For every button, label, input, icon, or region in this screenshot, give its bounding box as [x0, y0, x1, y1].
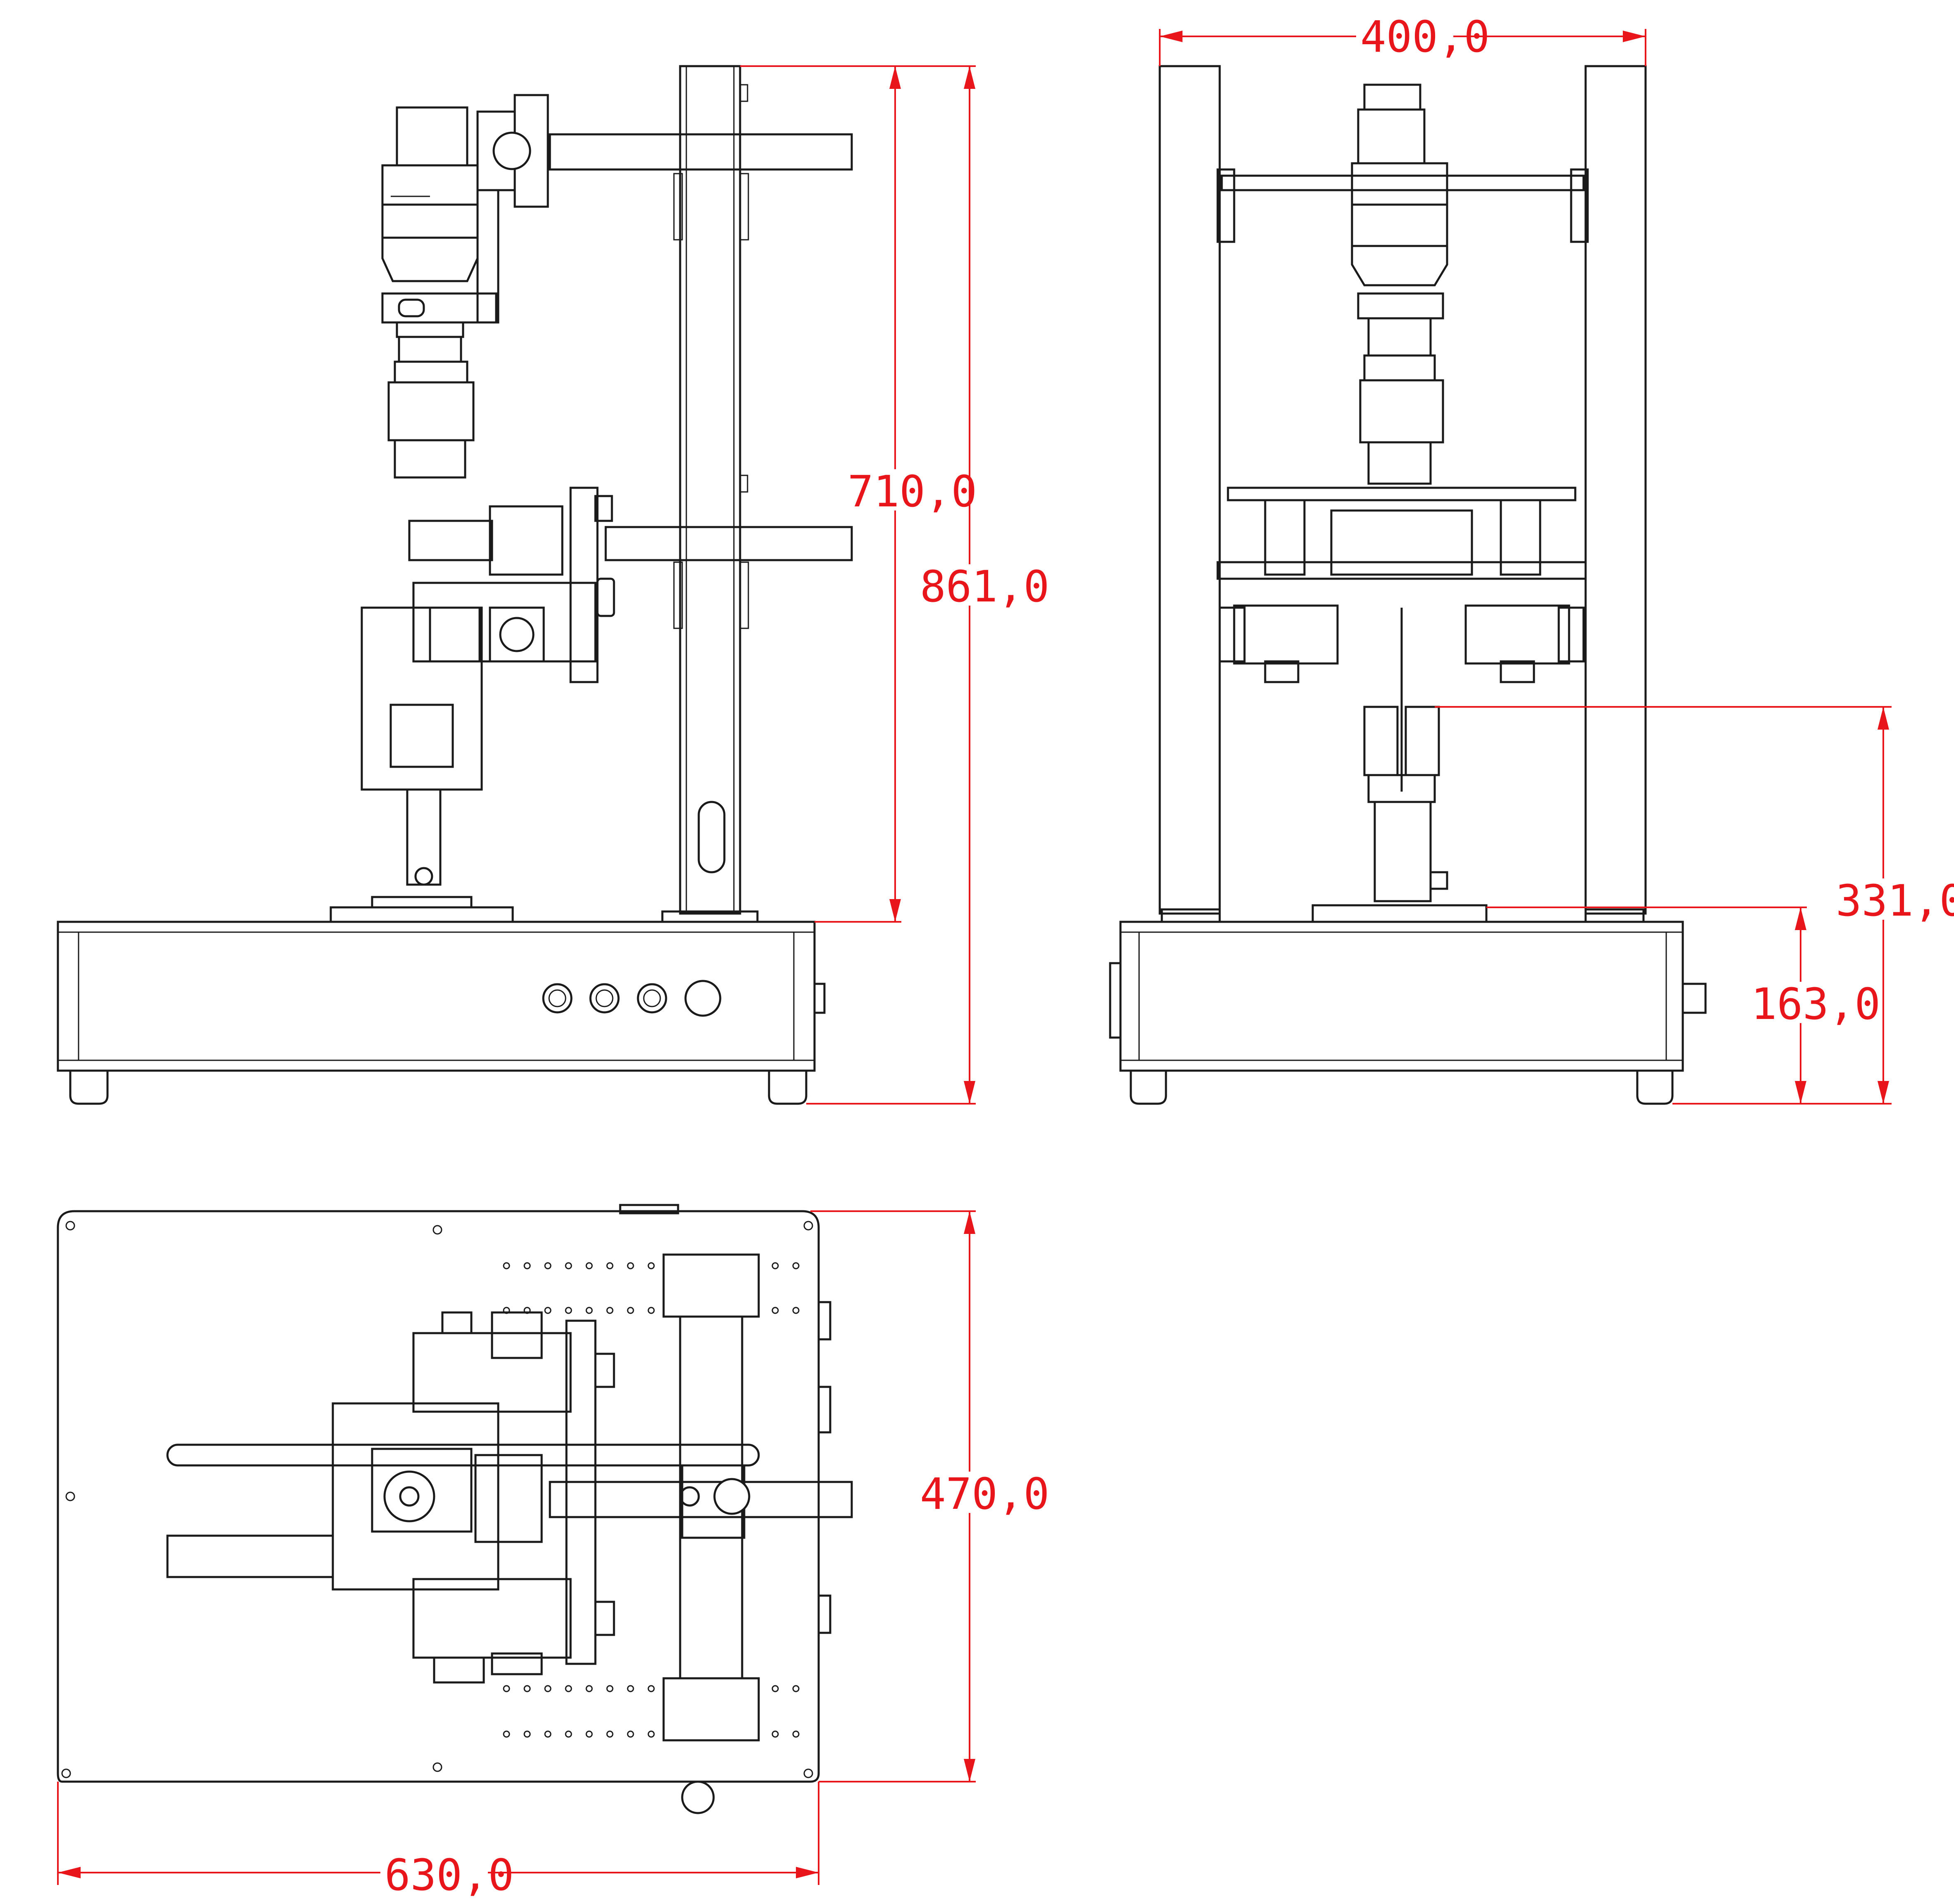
dimension-lines	[57, 29, 1892, 1885]
front-foot-right	[768, 1071, 807, 1105]
dim-front-height-upper: 710,0	[848, 466, 977, 517]
plan-base	[57, 1210, 820, 1783]
dim-plan-depth: 470,0	[920, 1469, 1049, 1519]
dim-plan-width: 630,0	[385, 1850, 514, 1900]
dimension-labels: 400,0 710,0 861,0 331,0 163,0 470,0 630,…	[380, 12, 1954, 1900]
front-base	[57, 921, 816, 1072]
front-column	[679, 65, 741, 915]
dim-front-height-total: 861,0	[920, 561, 1049, 612]
dim-top-width: 400,0	[1360, 12, 1490, 62]
front-view	[57, 65, 853, 1105]
side-view	[1109, 65, 1707, 1105]
plan-view	[57, 1204, 853, 1814]
dim-side-height-upper: 331,0	[1836, 876, 1954, 926]
side-base	[1119, 921, 1684, 1072]
front-foot-left	[69, 1071, 109, 1105]
dim-side-height-lower: 163,0	[1751, 979, 1880, 1029]
front-knobs	[542, 980, 826, 1017]
